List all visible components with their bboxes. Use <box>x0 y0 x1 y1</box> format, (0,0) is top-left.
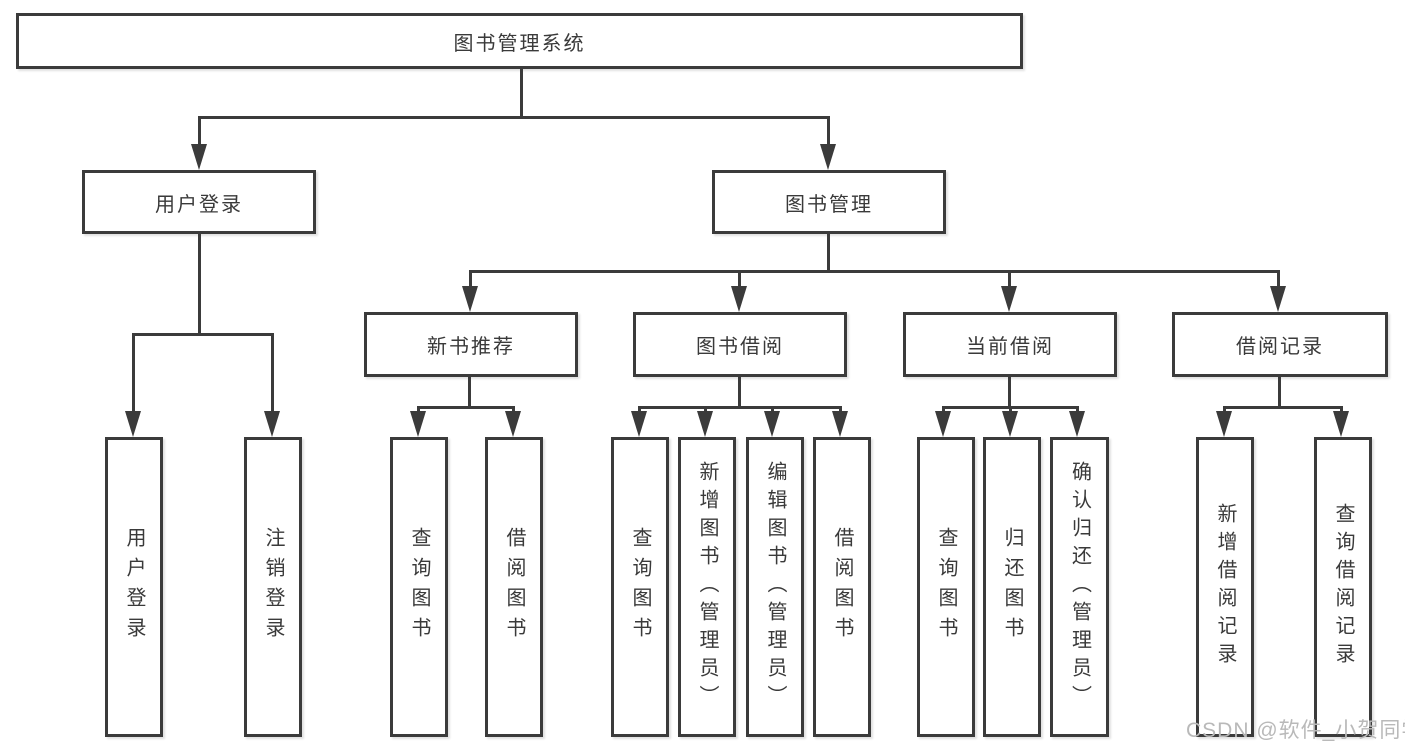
node-user-login: 用户登录 <box>82 170 316 234</box>
node-new-book-recommend-label: 新书推荐 <box>427 336 515 358</box>
node-user-login-label: 用户登录 <box>155 193 243 216</box>
arrowhead-icon <box>1069 411 1085 437</box>
leaf-record-query: 查询借阅记录 <box>1314 437 1372 737</box>
connector-line <box>638 406 842 409</box>
arrowhead-icon <box>191 144 207 170</box>
leaf-current-return-books-label: 归还图书 <box>1001 527 1023 647</box>
connector-line <box>198 116 201 148</box>
leaf-recommend-query-books: 查询图书 <box>390 437 448 737</box>
connector-line <box>1277 270 1280 290</box>
leaf-borrow-add-books: 新增图书（管理员） <box>678 437 736 737</box>
arrowhead-icon <box>264 411 280 437</box>
leaf-current-query-books-label: 查询图书 <box>935 527 957 647</box>
leaf-record-add: 新增借阅记录 <box>1196 437 1254 737</box>
arrowhead-icon <box>410 411 426 437</box>
connector-line <box>1278 377 1281 409</box>
node-book-borrow: 图书借阅 <box>633 312 847 377</box>
connector-line <box>520 68 523 118</box>
leaf-record-query-label: 查询借阅记录 <box>1332 503 1354 671</box>
arrowhead-icon <box>125 411 141 437</box>
node-book-management: 图书管理 <box>712 170 946 234</box>
node-new-book-recommend: 新书推荐 <box>364 312 578 377</box>
connector-line <box>271 333 274 415</box>
connector-line <box>738 377 741 409</box>
leaf-user-login-label: 用户登录 <box>123 527 145 647</box>
leaf-borrow-query-books: 查询图书 <box>611 437 669 737</box>
arrowhead-icon <box>1216 411 1232 437</box>
node-book-management-label: 图书管理 <box>785 193 873 216</box>
arrowhead-icon <box>1002 411 1018 437</box>
connector-line <box>1223 406 1342 409</box>
leaf-logout: 注销登录 <box>244 437 302 737</box>
connector-line <box>468 377 471 409</box>
arrowhead-icon <box>764 411 780 437</box>
node-root-label: 图书管理系统 <box>453 32 586 55</box>
connector-line <box>1008 377 1011 409</box>
leaf-recommend-query-books-label: 查询图书 <box>408 527 430 647</box>
connector-line <box>469 270 472 290</box>
arrowhead-icon <box>1001 286 1017 312</box>
node-book-borrow-label: 图书借阅 <box>696 336 784 358</box>
connector-line <box>469 270 1280 273</box>
leaf-current-query-books: 查询图书 <box>917 437 975 737</box>
connector-line <box>132 333 274 336</box>
leaf-current-return-books: 归还图书 <box>983 437 1041 737</box>
leaf-record-add-label: 新增借阅记录 <box>1214 503 1236 671</box>
leaf-logout-label: 注销登录 <box>262 527 284 647</box>
arrowhead-icon <box>1270 286 1286 312</box>
leaf-borrow-borrow-books-label: 借阅图书 <box>831 527 853 647</box>
connector-line <box>1008 270 1011 290</box>
leaf-recommend-borrow-books: 借阅图书 <box>485 437 543 737</box>
connector-line <box>132 333 135 415</box>
arrowhead-icon <box>462 286 478 312</box>
node-borrow-record-label: 借阅记录 <box>1236 336 1324 358</box>
leaf-user-login: 用户登录 <box>105 437 163 737</box>
arrowhead-icon <box>1333 411 1349 437</box>
leaf-borrow-edit-books: 编辑图书（管理员） <box>746 437 804 737</box>
connector-line <box>827 234 830 273</box>
leaf-recommend-borrow-books-label: 借阅图书 <box>503 527 525 647</box>
node-current-borrow-label: 当前借阅 <box>966 336 1054 358</box>
node-borrow-record: 借阅记录 <box>1172 312 1388 377</box>
arrowhead-icon <box>697 411 713 437</box>
arrowhead-icon <box>631 411 647 437</box>
leaf-current-confirm-return-label: 确认归还（管理员） <box>1068 461 1091 713</box>
leaf-borrow-borrow-books: 借阅图书 <box>813 437 871 737</box>
connector-line <box>417 406 515 409</box>
leaf-borrow-edit-books-label: 编辑图书（管理员） <box>764 461 786 713</box>
connector-line <box>198 234 201 336</box>
connector-line <box>198 116 830 119</box>
arrowhead-icon <box>832 411 848 437</box>
leaf-borrow-add-books-label: 新增图书（管理员） <box>696 461 718 713</box>
arrowhead-icon <box>731 286 747 312</box>
node-root: 图书管理系统 <box>16 13 1023 69</box>
arrowhead-icon <box>820 144 836 170</box>
csdn-watermark: CSDN @软件_小贺同学 <box>1186 719 1405 742</box>
connector-line <box>738 270 741 290</box>
arrowhead-icon <box>935 411 951 437</box>
leaf-current-confirm-return: 确认归还（管理员） <box>1050 437 1109 737</box>
connector-line <box>827 116 830 148</box>
node-current-borrow: 当前借阅 <box>903 312 1117 377</box>
arrowhead-icon <box>505 411 521 437</box>
leaf-borrow-query-books-label: 查询图书 <box>629 527 651 647</box>
